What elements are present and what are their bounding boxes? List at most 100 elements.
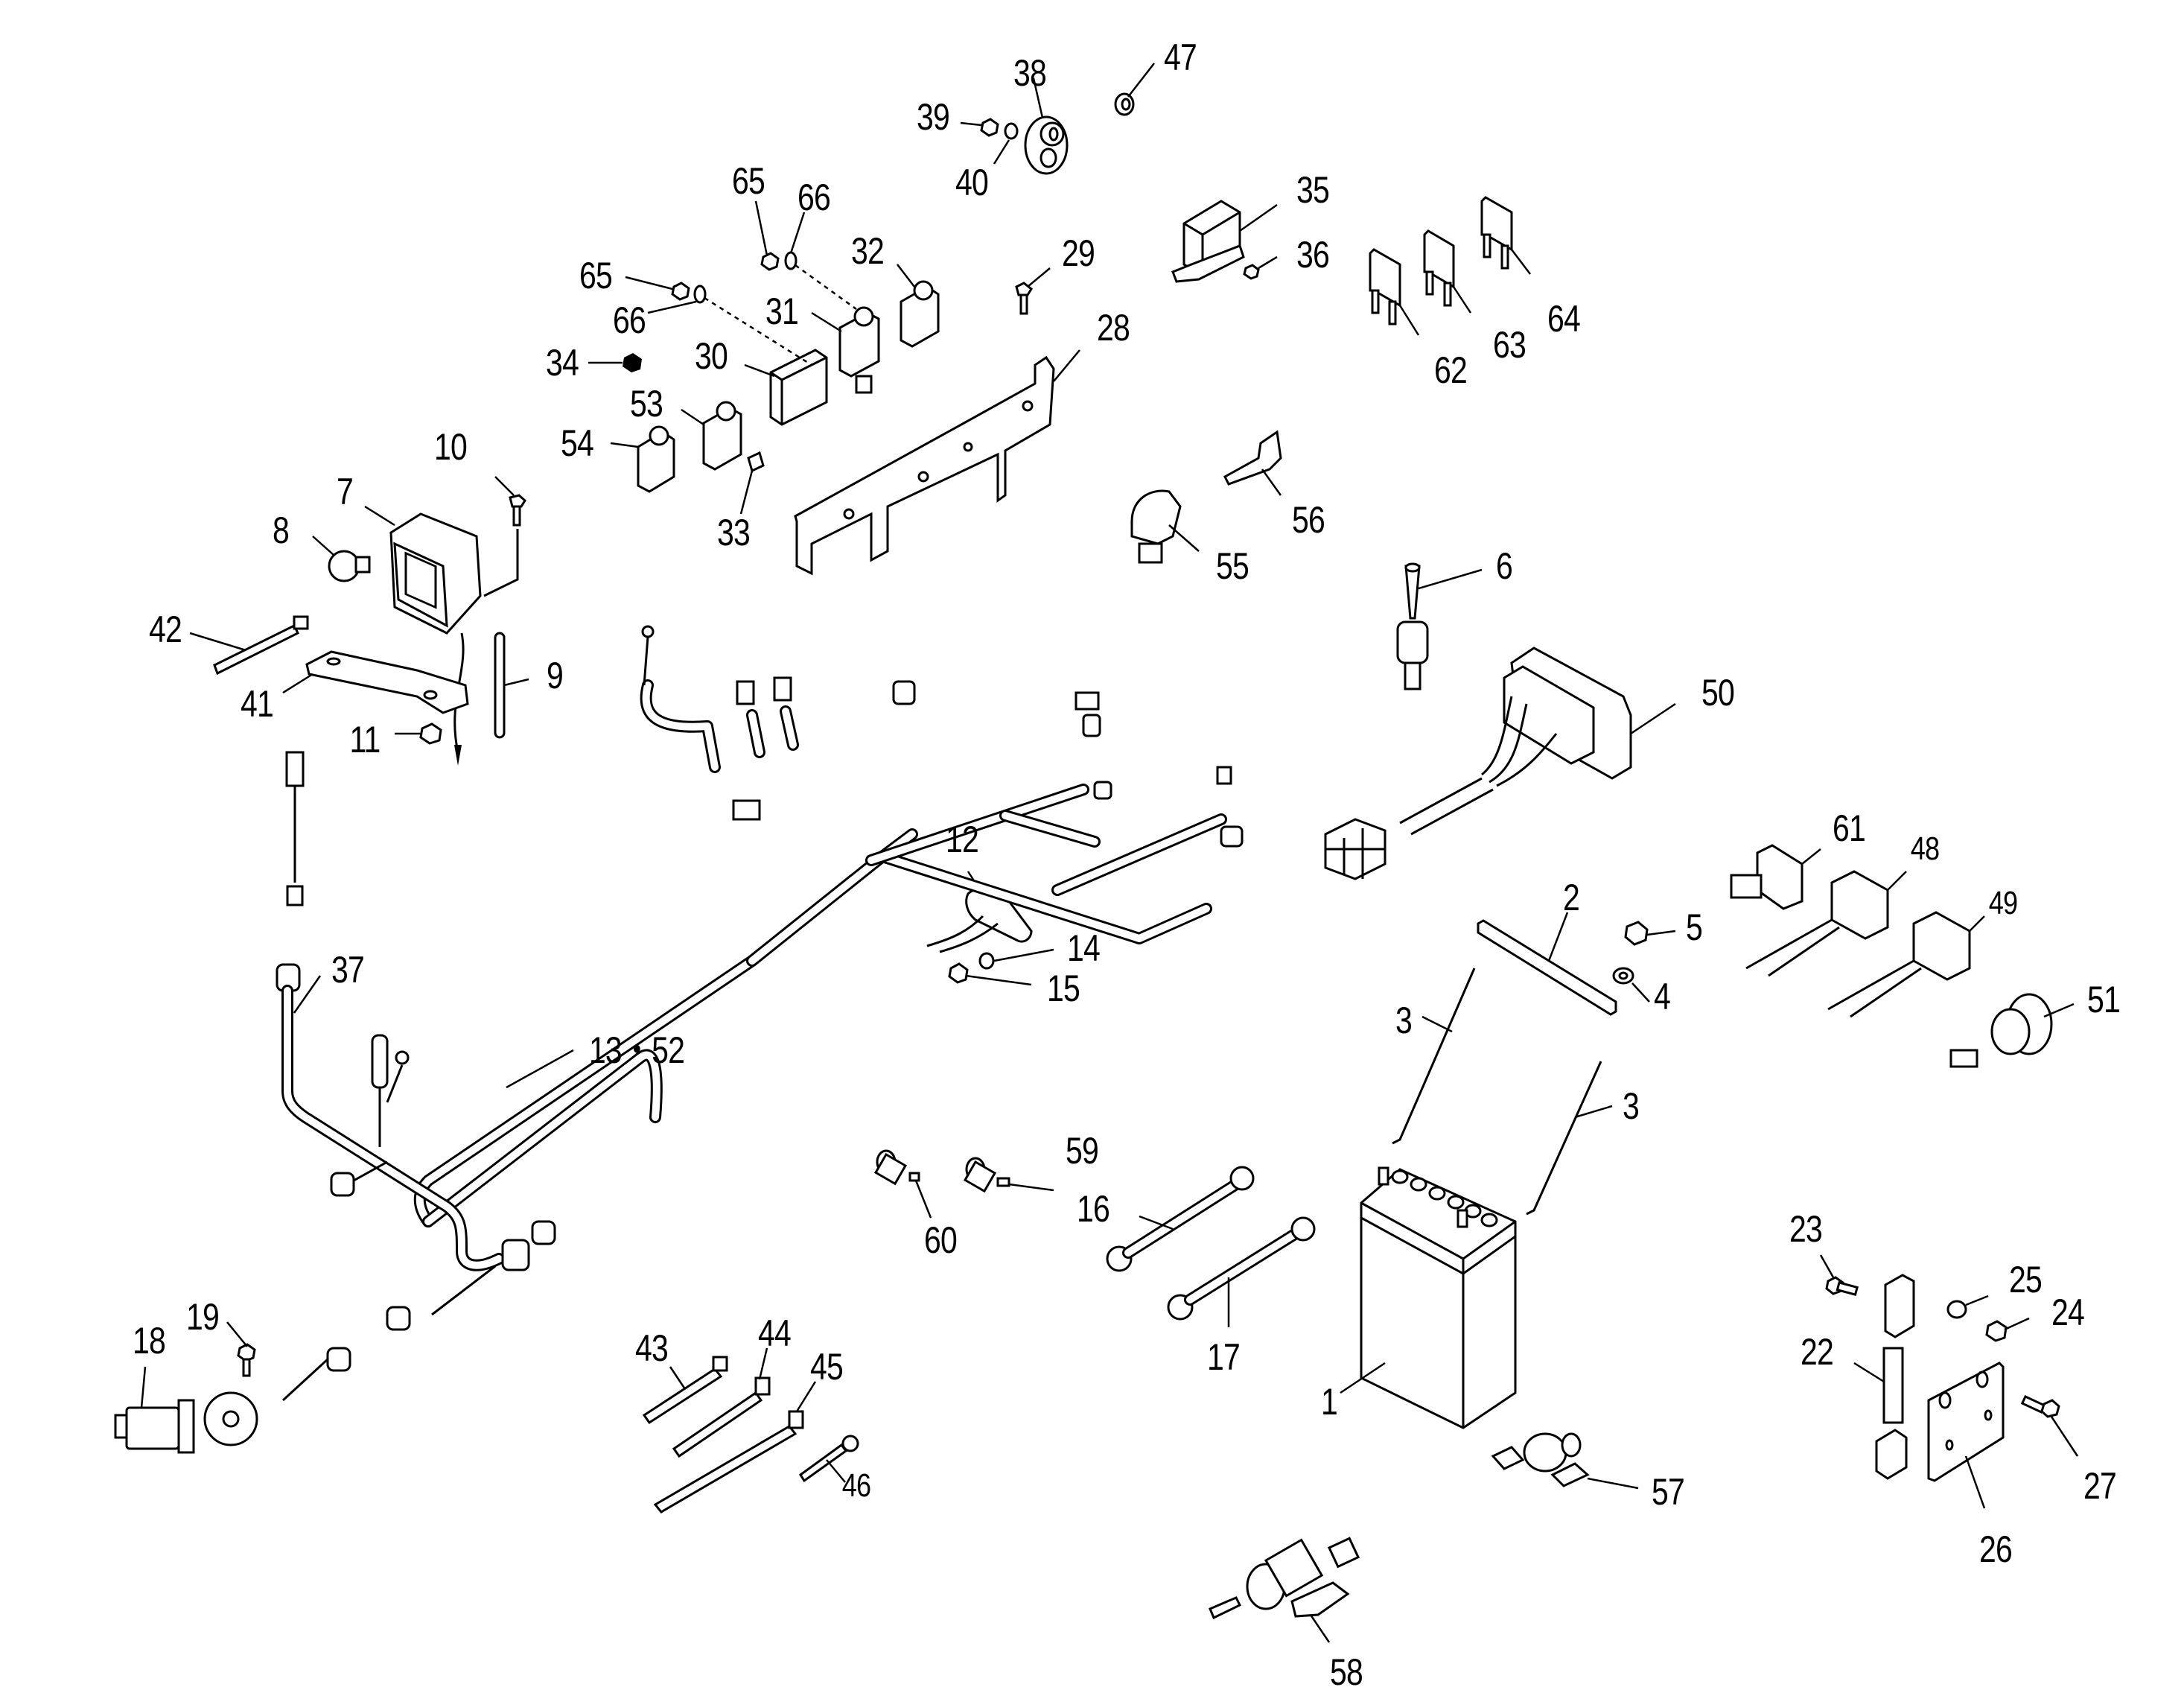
callout-34: 34 — [546, 342, 579, 384]
callout-31: 31 — [765, 290, 799, 332]
washer-4-part[interactable] — [1612, 967, 1634, 985]
bolt-29-part[interactable] — [1015, 282, 1033, 315]
callout-56: 56 — [1292, 499, 1325, 541]
callout-22: 22 — [1801, 1331, 1834, 1373]
callout-6: 6 — [1496, 545, 1513, 587]
washer-40-part[interactable] — [1004, 122, 1019, 140]
callout-3b: 3 — [1623, 1085, 1640, 1127]
callout-25: 25 — [2009, 1259, 2043, 1300]
toggle-switch-part[interactable] — [1396, 562, 1429, 690]
combination-switch-part[interactable] — [1324, 647, 1632, 880]
bulb-part[interactable] — [328, 550, 371, 582]
cable-tie-45-part[interactable] — [653, 1410, 804, 1513]
callout-29: 29 — [1062, 232, 1095, 274]
callout-30: 30 — [695, 335, 728, 377]
pressure-switch-part[interactable] — [963, 1157, 1010, 1193]
nut-65a-part[interactable] — [760, 252, 780, 271]
nut-5-part[interactable] — [1624, 921, 1649, 946]
relay-30-part[interactable] — [769, 349, 828, 426]
callout-64: 64 — [1547, 298, 1581, 340]
callout-55: 55 — [1216, 545, 1249, 587]
lamp-stay-part[interactable] — [305, 650, 469, 714]
washer-66b-part[interactable] — [693, 285, 707, 304]
key-part[interactable] — [1223, 430, 1282, 486]
hold-down-rod-left[interactable] — [1392, 968, 1476, 1145]
solenoid-57-part[interactable] — [1491, 1432, 1590, 1487]
switch-49-part[interactable] — [1827, 911, 1971, 1018]
wire-harness-part[interactable] — [413, 625, 1244, 1227]
battery-cable-16-part[interactable] — [1106, 1166, 1255, 1272]
callout-63: 63 — [1493, 324, 1526, 366]
battery-cable-17-part[interactable] — [1167, 1216, 1316, 1321]
battery-clamp-bar-part[interactable] — [1477, 919, 1617, 1016]
nut-11-part[interactable] — [419, 722, 442, 745]
callout-27: 27 — [2083, 1465, 2117, 1507]
relay-31-part[interactable] — [838, 306, 880, 394]
fuse-63-part[interactable] — [1423, 229, 1455, 307]
cable-tie-43-part[interactable] — [642, 1356, 728, 1425]
nut-39-part[interactable] — [980, 118, 999, 137]
key-switch-part[interactable] — [1130, 489, 1182, 564]
callout-41: 41 — [241, 683, 274, 725]
flasher-unit-part[interactable] — [1171, 200, 1245, 283]
clamp-46-part[interactable] — [798, 1435, 859, 1483]
fuse-64-part[interactable] — [1480, 196, 1513, 270]
washer-66a-part[interactable] — [784, 251, 797, 270]
cable-tie-44-part[interactable] — [672, 1376, 771, 1458]
thermo-switch-part[interactable] — [873, 1149, 920, 1186]
callout-8: 8 — [273, 509, 290, 551]
micro-switch-part[interactable] — [1875, 1274, 1915, 1480]
fuse-33-part[interactable] — [747, 451, 765, 473]
stop-solenoid-part[interactable] — [1209, 1537, 1360, 1620]
callout-10: 10 — [434, 426, 468, 468]
gauge-part[interactable] — [1949, 993, 2053, 1068]
battery-part[interactable] — [1360, 1166, 1517, 1429]
callout-66a: 66 — [797, 177, 831, 218]
nut-24-part[interactable] — [1985, 1320, 2008, 1342]
mounting-bracket-part[interactable] — [794, 355, 1055, 576]
callout-37: 37 — [331, 949, 365, 991]
callout-61: 61 — [1833, 807, 1866, 849]
callout-3a: 3 — [1395, 1000, 1413, 1041]
fuse-62-part[interactable] — [1369, 248, 1401, 325]
callout-32: 32 — [851, 230, 885, 272]
cable-tie-42-part[interactable] — [213, 615, 309, 676]
relay-32-part[interactable] — [900, 280, 940, 348]
motor-part[interactable] — [114, 1391, 258, 1454]
tube-part[interactable] — [494, 632, 506, 739]
hold-down-rod-right[interactable] — [1526, 1061, 1602, 1216]
bolt-19-part[interactable] — [237, 1343, 256, 1377]
nut-65b-part[interactable] — [671, 282, 690, 301]
switch-48-part[interactable] — [1745, 870, 1889, 977]
bolt-10-part[interactable] — [509, 494, 526, 527]
callout-46: 46 — [841, 1467, 871, 1504]
horn-part[interactable] — [1024, 115, 1069, 175]
callout-7: 7 — [337, 471, 354, 512]
callout-28: 28 — [1097, 307, 1130, 349]
nut-15-part[interactable] — [948, 962, 969, 984]
relay-54-part[interactable] — [637, 425, 675, 493]
nut-36-part[interactable] — [1243, 264, 1260, 280]
relay-53-part[interactable] — [702, 401, 742, 471]
plate-part[interactable] — [1927, 1362, 2005, 1482]
callout-57: 57 — [1652, 1471, 1685, 1513]
connector-cap-part[interactable] — [1730, 844, 1803, 910]
bolt-27-part[interactable] — [2020, 1395, 2060, 1418]
callout-40: 40 — [955, 162, 989, 203]
callout-50: 50 — [1701, 672, 1735, 714]
callout-23: 23 — [1789, 1208, 1823, 1250]
washer-14-part[interactable] — [978, 952, 995, 970]
work-lamp-part[interactable] — [389, 512, 482, 635]
callout-44: 44 — [758, 1312, 792, 1354]
nut-34-part[interactable] — [623, 353, 642, 372]
callout-54: 54 — [561, 422, 594, 464]
sub-harness-part[interactable] — [276, 963, 556, 1402]
callout-33: 33 — [717, 512, 751, 553]
grommet-47-part[interactable] — [1114, 92, 1135, 116]
callout-15: 15 — [1047, 968, 1080, 1009]
callout-47: 47 — [1164, 36, 1197, 78]
callout-65b: 65 — [579, 255, 613, 296]
bolt-23-part[interactable] — [1825, 1276, 1859, 1296]
battery-caps — [1378, 1166, 1498, 1228]
washer-25-part[interactable] — [1946, 1300, 1967, 1319]
